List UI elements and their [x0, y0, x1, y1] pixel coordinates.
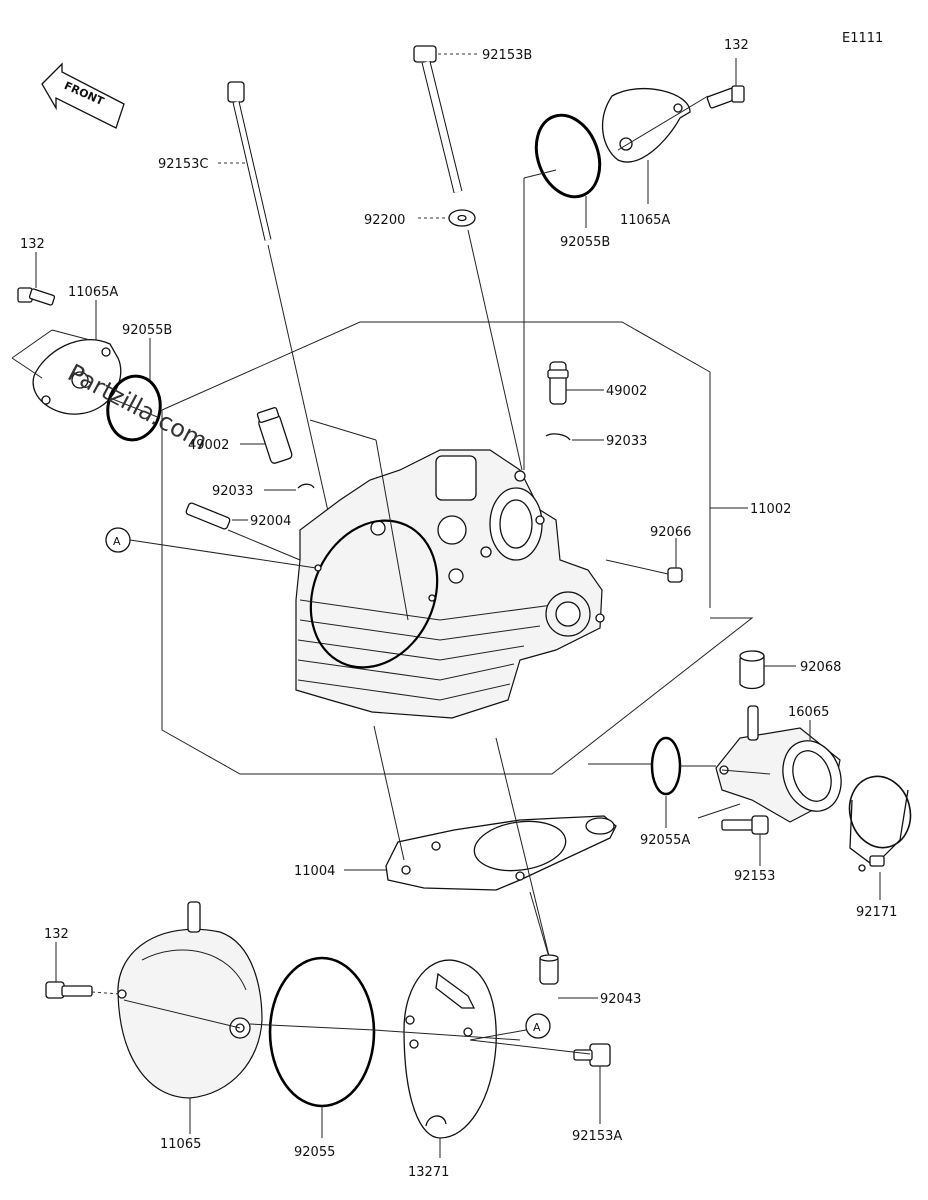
- carb-holder-16065[interactable]: [715, 705, 851, 823]
- label-92043: 92043: [600, 992, 641, 1007]
- svg-text:A: A: [533, 1021, 541, 1034]
- label-92055: 92055: [294, 1145, 335, 1160]
- label-13271: 13271: [408, 1165, 449, 1180]
- o-ring-92055B-top[interactable]: [525, 106, 610, 205]
- head-assembly-frame: [161, 410, 754, 775]
- label-11002: 11002: [750, 502, 791, 517]
- stud-92004[interactable]: [185, 502, 231, 530]
- label-92200: 92200: [364, 213, 405, 228]
- plate-13271[interactable]: [403, 959, 497, 1139]
- label-92055B-left: 92055B: [122, 323, 172, 338]
- cover-11065[interactable]: [117, 901, 263, 1099]
- o-ring-92055A[interactable]: [650, 736, 682, 796]
- label-16065: 16065: [788, 705, 829, 720]
- label-92033-right: 92033: [606, 434, 647, 449]
- dowel-92066[interactable]: [667, 567, 683, 583]
- cover-11065A-top[interactable]: [602, 88, 691, 163]
- label-132-top: 132: [724, 38, 749, 53]
- diagram-code: E1111: [842, 31, 883, 46]
- label-92055B-top: 92055B: [560, 235, 610, 250]
- label-92033-left: 92033: [212, 484, 253, 499]
- label-92153A: 92153A: [572, 1129, 622, 1144]
- reference-a-bottom: [525, 1013, 551, 1039]
- cap-92068[interactable]: [739, 650, 765, 690]
- label-92153C: 92153C: [158, 157, 208, 172]
- o-ring-92055B-left[interactable]: [103, 372, 165, 444]
- label-92055A: 92055A: [640, 833, 690, 848]
- bolt-132-left[interactable]: [17, 287, 56, 306]
- bolt-132-top[interactable]: [706, 85, 745, 109]
- valve-guide-49002-left[interactable]: [256, 407, 293, 464]
- label-92004: 92004: [250, 514, 291, 529]
- label-49002-right: 49002: [606, 384, 647, 399]
- o-ring-92055[interactable]: [268, 956, 376, 1108]
- cover-11065A-left[interactable]: [32, 339, 122, 415]
- clamp-92171[interactable]: [842, 769, 919, 872]
- dowel-92043[interactable]: [539, 954, 559, 985]
- bolt-132-bottom[interactable]: [45, 981, 93, 999]
- bolt-92153B[interactable]: [413, 45, 463, 194]
- label-132-bottom: 132: [44, 927, 69, 942]
- bolt-92153[interactable]: [721, 815, 769, 835]
- valve-guide-49002-right[interactable]: [547, 361, 569, 405]
- clip-92033-left[interactable]: [297, 483, 315, 489]
- label-92066: 92066: [650, 525, 691, 540]
- label-11065A-left: 11065A: [68, 285, 118, 300]
- label-92171: 92171: [856, 905, 897, 920]
- long-bolt-92153C[interactable]: [227, 81, 272, 241]
- svg-text:A: A: [113, 535, 121, 548]
- label-11065: 11065: [160, 1137, 201, 1152]
- label-132-left: 132: [20, 237, 45, 252]
- label-49002-left: 49002: [188, 438, 229, 453]
- head-gasket-11004[interactable]: [385, 815, 617, 891]
- label-92153: 92153: [734, 869, 775, 884]
- label-11004: 11004: [294, 864, 335, 879]
- bolt-92153A[interactable]: [573, 1043, 611, 1067]
- front-arrow-icon: FRONT: [41, 62, 125, 129]
- clip-92033-right[interactable]: [545, 433, 571, 441]
- label-92068: 92068: [800, 660, 841, 675]
- cylinder-head-11002[interactable]: [295, 449, 605, 719]
- label-92153B: 92153B: [482, 48, 532, 63]
- label-11065A-top: 11065A: [620, 213, 670, 228]
